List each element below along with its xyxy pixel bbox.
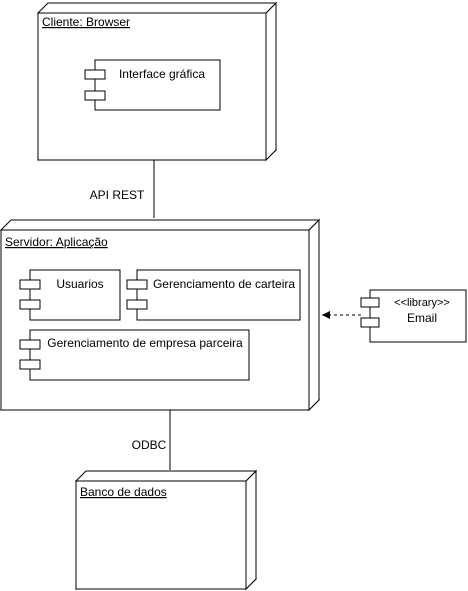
api-rest-label: API REST [90, 188, 145, 202]
interface-grafica-label: Interface gráfica [119, 67, 205, 81]
database-node [74, 469, 258, 591]
odbc-label: ODBC [132, 438, 167, 452]
gerenciamento-empresa-component [19, 329, 250, 381]
email-library-component [360, 289, 467, 343]
server-node-title: Servidor: Aplicação [5, 235, 108, 249]
usuarios-label: Usuarios [56, 277, 103, 291]
gerenciamento-carteira-label: Gerenciamento de carteira [153, 277, 295, 291]
email-stereotype-label: <<library>> [394, 297, 450, 309]
client-node-title: Cliente: Browser [42, 15, 130, 29]
usuarios-component [19, 269, 121, 321]
email-label: Email [407, 311, 437, 325]
gerenciamento-carteira-component [126, 269, 301, 321]
database-node-title: Banco de dados [80, 485, 167, 499]
interface-grafica-component [84, 59, 221, 111]
gerenciamento-empresa-label: Gerenciamento de empresa parceira [47, 336, 243, 350]
